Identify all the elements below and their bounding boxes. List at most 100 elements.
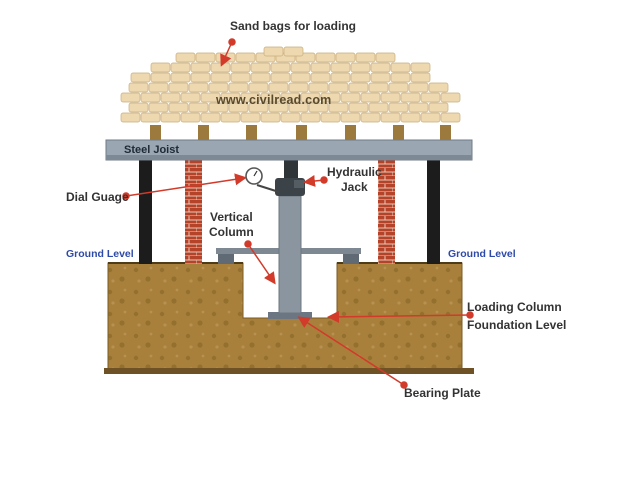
sand-bag bbox=[190, 72, 211, 83]
steel-joist-shadow bbox=[106, 155, 472, 160]
sand-bag bbox=[330, 72, 351, 83]
sand-bag bbox=[270, 72, 291, 83]
sand-bag bbox=[428, 82, 449, 93]
spacer-block bbox=[296, 125, 307, 140]
sand-bag bbox=[350, 72, 371, 83]
sand-bag bbox=[230, 72, 251, 83]
sand-bag bbox=[140, 112, 161, 123]
spacer-block bbox=[393, 125, 404, 140]
sand-bag bbox=[350, 62, 371, 73]
pointer-sand-bags bbox=[220, 38, 236, 67]
sand-bag bbox=[248, 102, 269, 113]
sand-bag bbox=[220, 92, 241, 103]
sand-bag bbox=[320, 92, 341, 103]
spacer-block bbox=[246, 125, 257, 140]
sand-bag bbox=[170, 72, 191, 83]
sand-bag bbox=[130, 72, 151, 83]
sand-bag bbox=[228, 82, 249, 93]
sand-bag bbox=[320, 112, 341, 123]
sand-bag bbox=[310, 72, 331, 83]
sand-bag bbox=[300, 112, 321, 123]
sand-bag bbox=[288, 102, 309, 113]
bearing-plate bbox=[268, 312, 312, 319]
sand-bag-stack bbox=[120, 46, 461, 123]
sand-bag bbox=[355, 52, 376, 63]
sand-bag bbox=[220, 112, 241, 123]
sand-bag bbox=[440, 92, 461, 103]
sand-bag bbox=[330, 62, 351, 73]
ground-level-right-label: Ground Level bbox=[448, 248, 516, 260]
sand-bag bbox=[288, 82, 309, 93]
sand-bag bbox=[300, 92, 321, 103]
sand-bag bbox=[128, 102, 149, 113]
sand-bag bbox=[120, 112, 141, 123]
sand-bag bbox=[260, 92, 281, 103]
sand-bag bbox=[328, 102, 349, 113]
sand-bag bbox=[190, 62, 211, 73]
vertical-column-label: Vertical Column bbox=[209, 210, 254, 239]
sand-bag bbox=[188, 82, 209, 93]
hydraulic-jack-top bbox=[284, 160, 298, 180]
vertical-column bbox=[278, 195, 302, 314]
sand-bag bbox=[180, 92, 201, 103]
hydraulic-jack-cap bbox=[294, 180, 304, 188]
sand-bag bbox=[230, 62, 251, 73]
sand-bag bbox=[390, 72, 411, 83]
sand-bag bbox=[168, 82, 189, 93]
dial-gauge-label: Dial Guage bbox=[66, 190, 129, 204]
sand-bag bbox=[170, 62, 191, 73]
sand-bag bbox=[208, 102, 229, 113]
sand-bag bbox=[310, 62, 331, 73]
sand-bag bbox=[283, 46, 304, 57]
pointer-vertical-column bbox=[244, 240, 276, 285]
sand-bag bbox=[200, 112, 221, 123]
sand-bag bbox=[308, 102, 329, 113]
sand-bag bbox=[168, 102, 189, 113]
sand-bag bbox=[370, 72, 391, 83]
sand-bag bbox=[270, 62, 291, 73]
sand-bag bbox=[340, 92, 361, 103]
sand-bag bbox=[380, 112, 401, 123]
sand-bag bbox=[148, 82, 169, 93]
ground-level-left-label: Ground Level bbox=[66, 248, 134, 260]
steel-joist-label: Steel Joist bbox=[124, 144, 180, 156]
sand-bag bbox=[335, 52, 356, 63]
pointer-dial-gauge bbox=[122, 173, 247, 200]
beam-support-right bbox=[343, 254, 359, 264]
sand-bag bbox=[268, 102, 289, 113]
sand-bags-label: Sand bags for loading bbox=[230, 19, 357, 33]
sand-bag bbox=[150, 62, 171, 73]
sand-bag bbox=[315, 52, 336, 63]
sand-bag bbox=[195, 52, 216, 63]
pointer-bearing-plate bbox=[297, 316, 408, 389]
brick-pillar-left bbox=[185, 160, 202, 264]
sand-bag bbox=[400, 112, 421, 123]
sand-bag bbox=[370, 62, 391, 73]
sand-bag bbox=[208, 82, 229, 93]
sand-bag bbox=[200, 92, 221, 103]
spacer-block bbox=[198, 125, 209, 140]
sand-bag bbox=[408, 102, 429, 113]
sand-bag bbox=[268, 82, 289, 93]
foundation-level-label: Foundation Level bbox=[467, 318, 567, 332]
steel-post-left bbox=[139, 160, 152, 264]
sand-bag bbox=[348, 82, 369, 93]
sand-bag bbox=[368, 82, 389, 93]
sand-bag bbox=[148, 102, 169, 113]
sand-bag bbox=[308, 82, 329, 93]
sand-bag bbox=[250, 72, 271, 83]
sand-bag bbox=[380, 92, 401, 103]
brick-pillar-right bbox=[378, 160, 395, 264]
beam-support-left bbox=[218, 254, 234, 264]
sand-bag bbox=[128, 82, 149, 93]
sand-bag bbox=[388, 102, 409, 113]
base-strip bbox=[104, 368, 474, 374]
sand-bag bbox=[150, 72, 171, 83]
bearing-plate-label: Bearing Plate bbox=[404, 386, 481, 400]
spacer-blocks bbox=[150, 125, 451, 140]
sand-bag bbox=[180, 112, 201, 123]
spacer-block bbox=[150, 125, 161, 140]
sand-bag bbox=[260, 112, 281, 123]
sand-bag bbox=[375, 52, 396, 63]
